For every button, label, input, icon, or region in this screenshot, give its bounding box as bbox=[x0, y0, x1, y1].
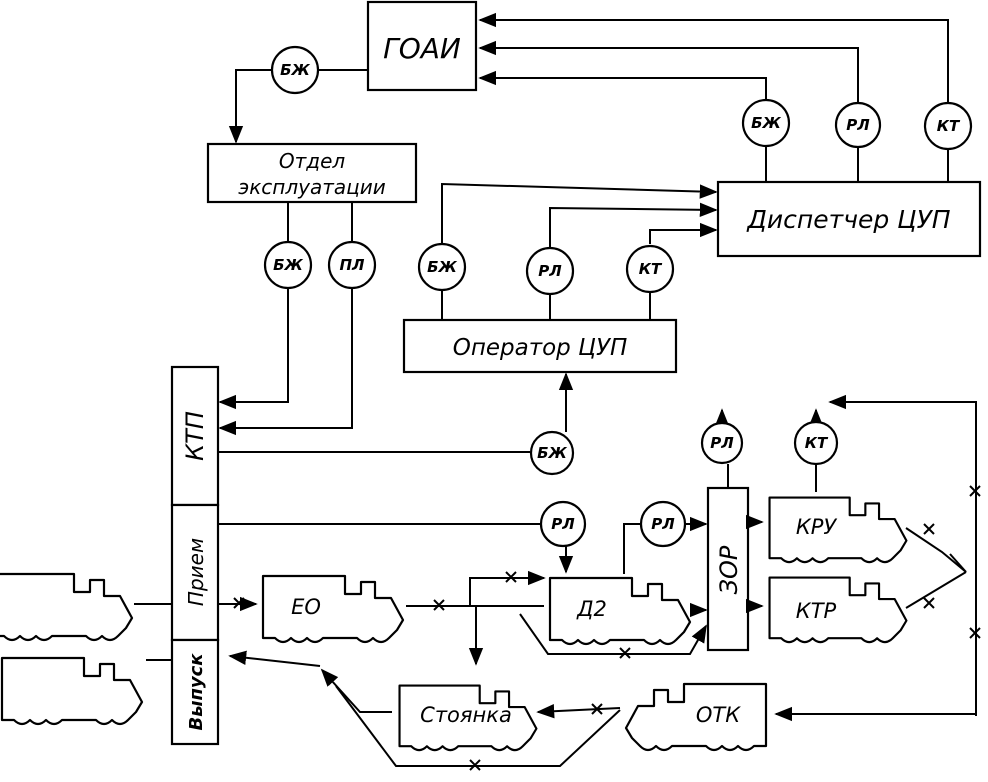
svg-text:РЛ: РЛ bbox=[551, 515, 575, 533]
svg-text:БЖ: БЖ bbox=[427, 258, 457, 276]
doc-bzh-ktp: БЖ bbox=[529, 430, 575, 476]
goai-label: ГОАИ bbox=[383, 32, 461, 65]
truck-otk: ОТК bbox=[624, 682, 768, 752]
truck-incoming bbox=[0, 572, 134, 642]
doc-rl-priem: РЛ bbox=[539, 500, 587, 548]
otdel-box: Отдел эксплуатации bbox=[206, 142, 418, 204]
doc-rl-d2: РЛ bbox=[639, 500, 687, 548]
svg-text:БЖ: БЖ bbox=[537, 444, 567, 462]
otk-label: ОТК bbox=[696, 703, 741, 727]
priem-box: Прием bbox=[170, 503, 220, 642]
operator-label: Оператор ЦУП bbox=[453, 335, 628, 361]
vypusk-label: Выпуск bbox=[186, 653, 207, 731]
otdel-label-line2: эксплуатации bbox=[238, 175, 386, 199]
ktr-label: КТР bbox=[796, 599, 837, 623]
doc-kt-kru: КТ bbox=[793, 420, 839, 466]
svg-text:КТ: КТ bbox=[639, 260, 663, 278]
d2-label: Д2 bbox=[576, 597, 607, 621]
doc-bzh-goai: БЖ bbox=[270, 45, 320, 95]
svg-text:БЖ: БЖ bbox=[751, 114, 781, 132]
priem-label: Прием bbox=[184, 538, 208, 606]
truck-eo: ЕО bbox=[261, 574, 405, 644]
doc-rl-zor: РЛ bbox=[700, 421, 744, 465]
doc-pl-otdel: ПЛ bbox=[327, 240, 377, 290]
doc-bzh-dispatcher: БЖ bbox=[741, 98, 791, 148]
kru-label: КРУ bbox=[796, 515, 838, 539]
goai-box: ГОАИ bbox=[366, 0, 478, 92]
svg-text:БЖ: БЖ bbox=[273, 256, 303, 274]
doc-kt-operator: КТ bbox=[625, 244, 675, 294]
eo-label: ЕО bbox=[291, 595, 321, 619]
doc-rl-dispatcher: РЛ bbox=[834, 101, 882, 149]
ktp-label: КТП bbox=[181, 411, 209, 461]
doc-bzh-operator: БЖ bbox=[417, 242, 467, 292]
svg-text:РЛ: РЛ bbox=[710, 434, 734, 452]
otdel-label-line1: Отдел bbox=[279, 149, 346, 173]
svg-text:ПЛ: ПЛ bbox=[339, 256, 365, 274]
truck-kru: КРУ bbox=[768, 496, 908, 564]
doc-rl-operator: РЛ bbox=[525, 246, 575, 296]
truck-stoyanka: Стоянка bbox=[398, 684, 538, 752]
connectors bbox=[134, 12, 977, 767]
doc-kt-dispatcher: КТ bbox=[923, 101, 973, 151]
svg-text:КТ: КТ bbox=[805, 434, 829, 452]
truck-outgoing bbox=[0, 656, 144, 726]
svg-text:КТ: КТ bbox=[937, 117, 961, 135]
cross-marks bbox=[233, 485, 981, 771]
doc-bzh-otdel: БЖ bbox=[263, 240, 313, 290]
zor-label: ЗОР bbox=[715, 545, 743, 594]
truck-ktr: КТР bbox=[768, 576, 908, 644]
svg-text:РЛ: РЛ bbox=[651, 515, 675, 533]
dispatcher-box: Диспетчер ЦУП bbox=[716, 180, 982, 258]
svg-text:РЛ: РЛ bbox=[538, 262, 562, 280]
svg-text:РЛ: РЛ bbox=[846, 116, 870, 134]
stoyanka-label: Стоянка bbox=[420, 703, 512, 727]
truck-d2: Д2 bbox=[548, 576, 692, 646]
dispatcher-label: Диспетчер ЦУП bbox=[746, 205, 950, 234]
zor-box: ЗОР bbox=[706, 486, 750, 652]
svg-text:БЖ: БЖ bbox=[280, 61, 310, 79]
ktp-box: КТП bbox=[170, 365, 220, 507]
operator-box: Оператор ЦУП bbox=[402, 318, 678, 374]
vypusk-box: Выпуск bbox=[170, 638, 220, 746]
